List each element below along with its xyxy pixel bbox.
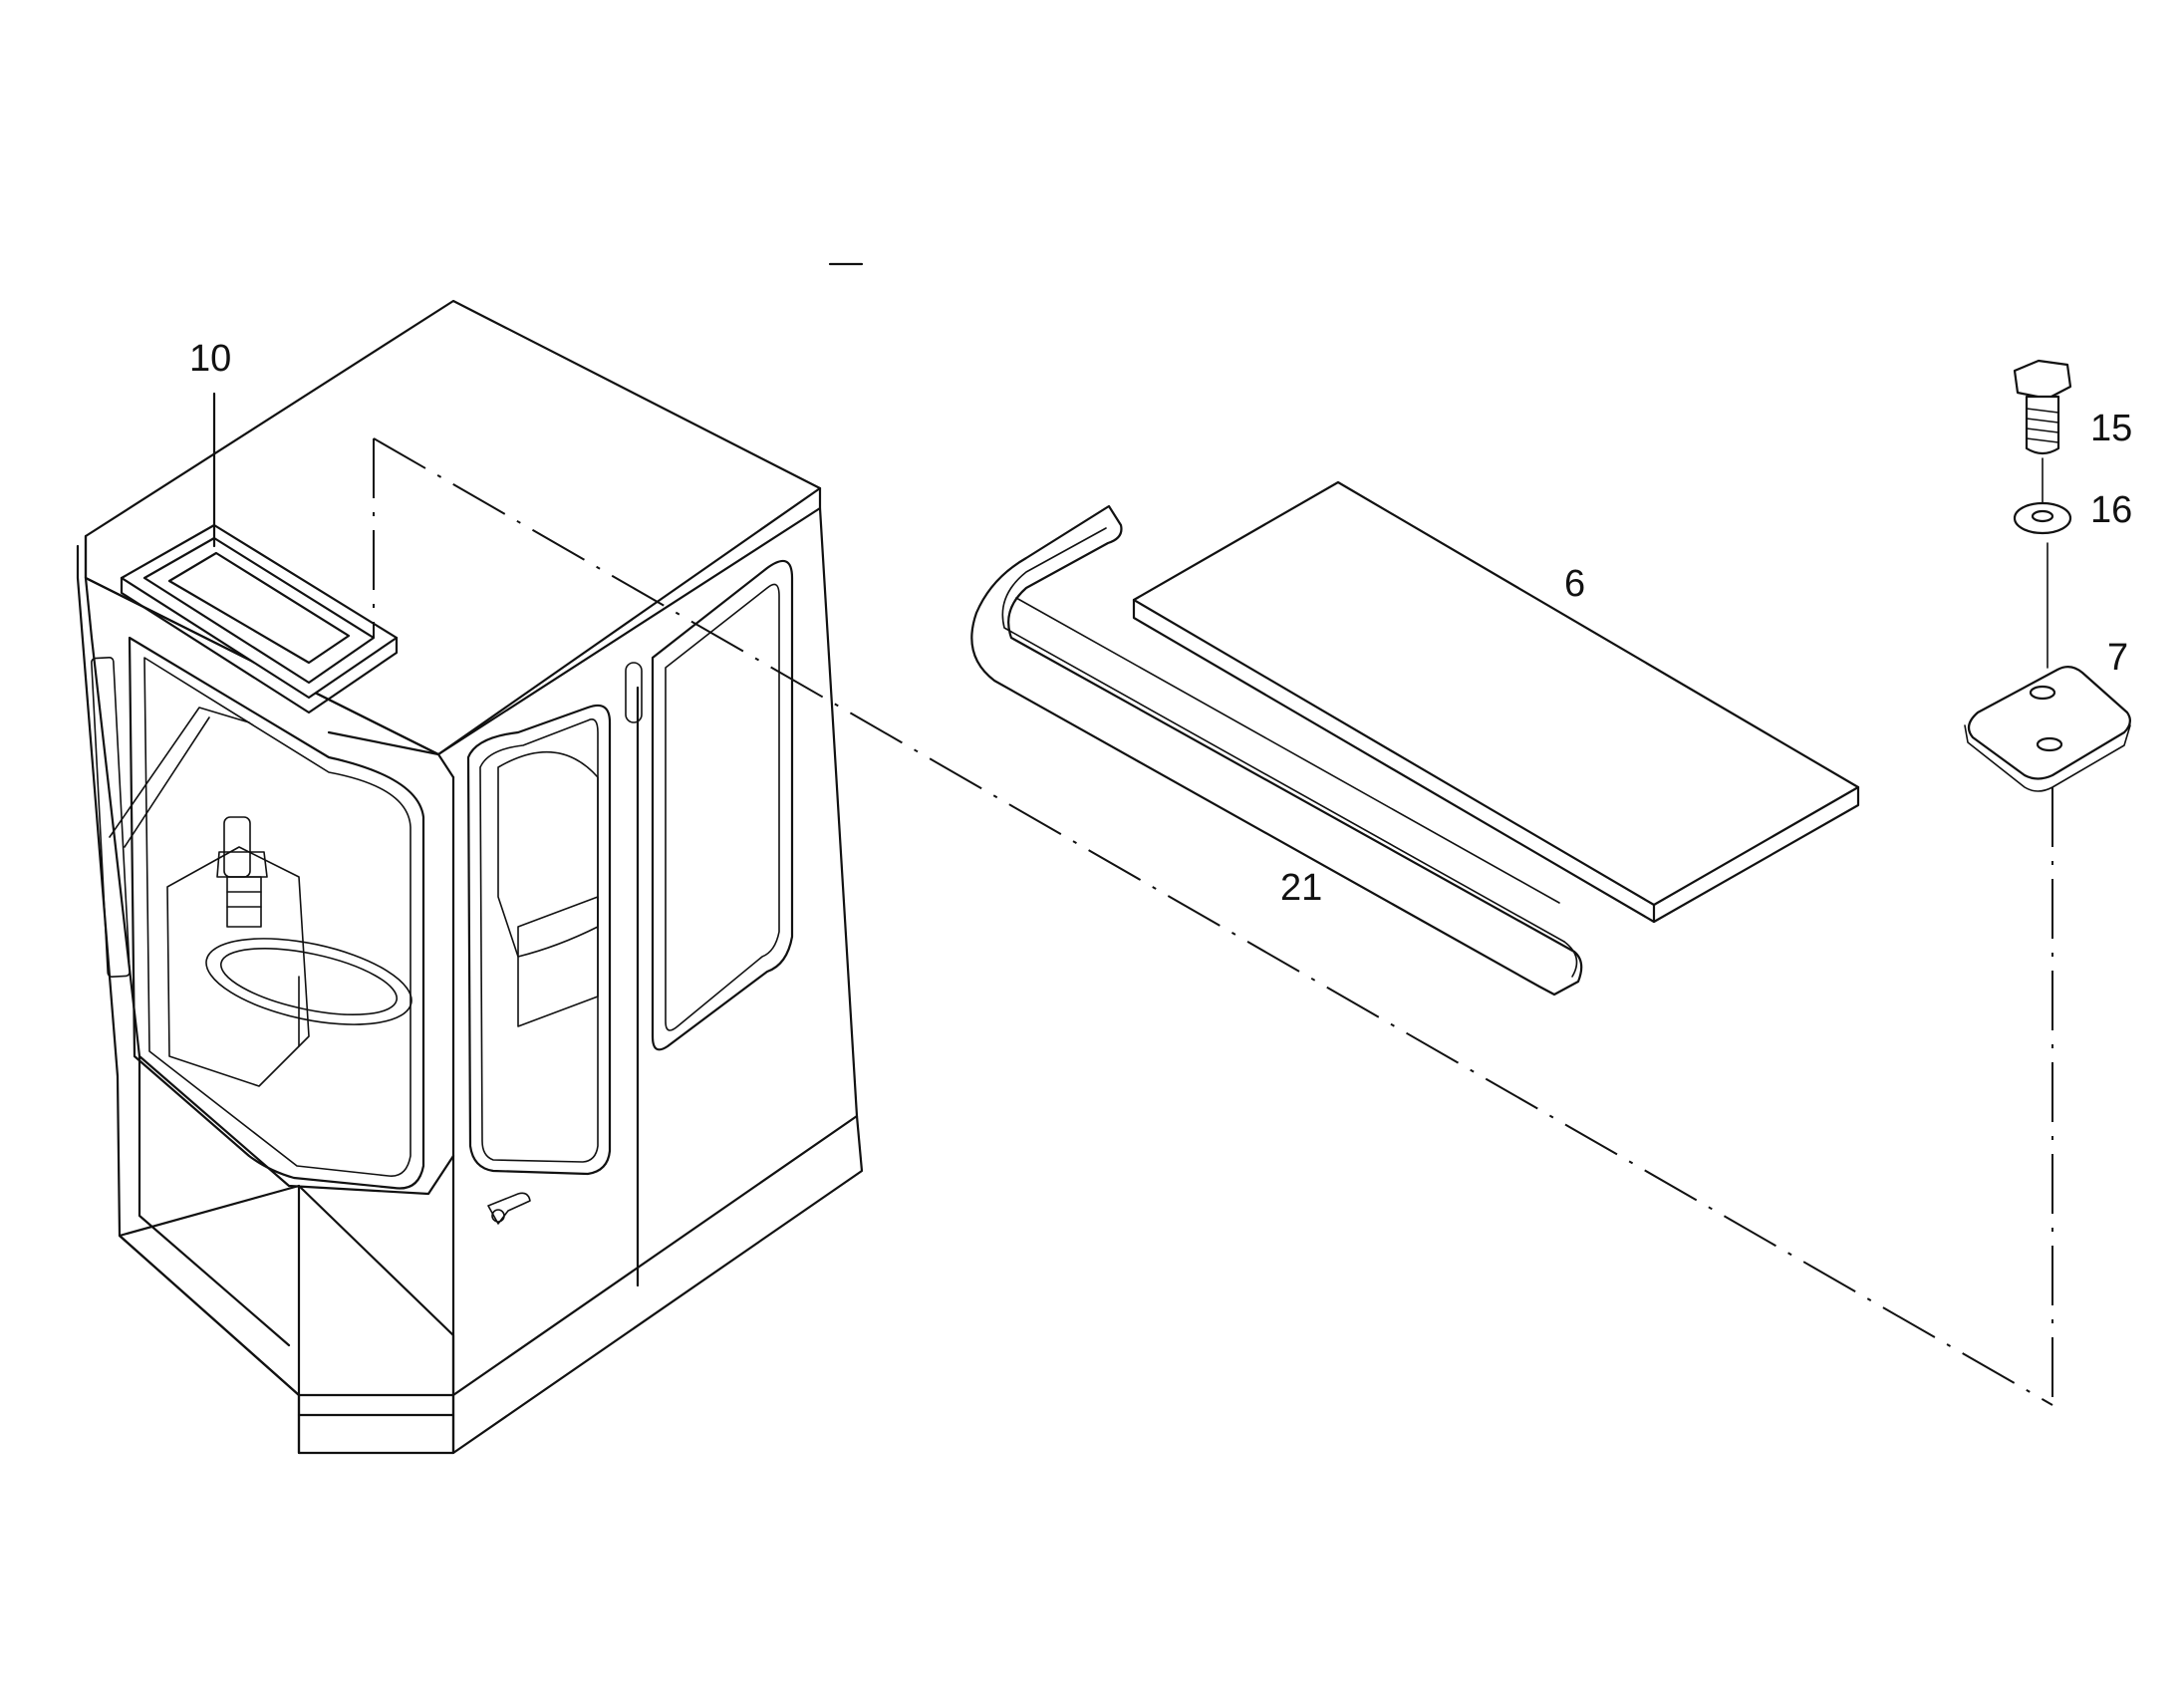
washer: [2013, 501, 2072, 669]
cab-assembly: [76, 299, 864, 1455]
callout-21: 21: [1280, 867, 1322, 909]
cab-left-side: [76, 544, 301, 1455]
control-console: [166, 846, 310, 1087]
steering-wheel: [205, 938, 412, 1025]
insulation-panel: [1132, 480, 1860, 924]
callout-15: 15: [2090, 408, 2132, 449]
callout-16: 16: [2090, 489, 2132, 531]
callout-10: 10: [189, 338, 231, 380]
assembly-center-lines: [373, 437, 2053, 1406]
seat: [497, 750, 599, 958]
door-window: [466, 704, 612, 1176]
cab-right-side: [451, 506, 864, 1455]
mounting-plate: [1964, 666, 2131, 792]
cab-front-lower: [137, 1054, 455, 1196]
door-handle: [487, 1192, 531, 1225]
control-lever: [216, 816, 268, 928]
callout-7: 7: [2107, 637, 2128, 679]
bolt: [2013, 359, 2072, 504]
callout-6: 6: [1564, 563, 1585, 605]
seal-strip: [970, 504, 1583, 996]
front-window: [128, 636, 425, 1190]
rear-window: [651, 559, 794, 1051]
wiper: [109, 707, 250, 838]
